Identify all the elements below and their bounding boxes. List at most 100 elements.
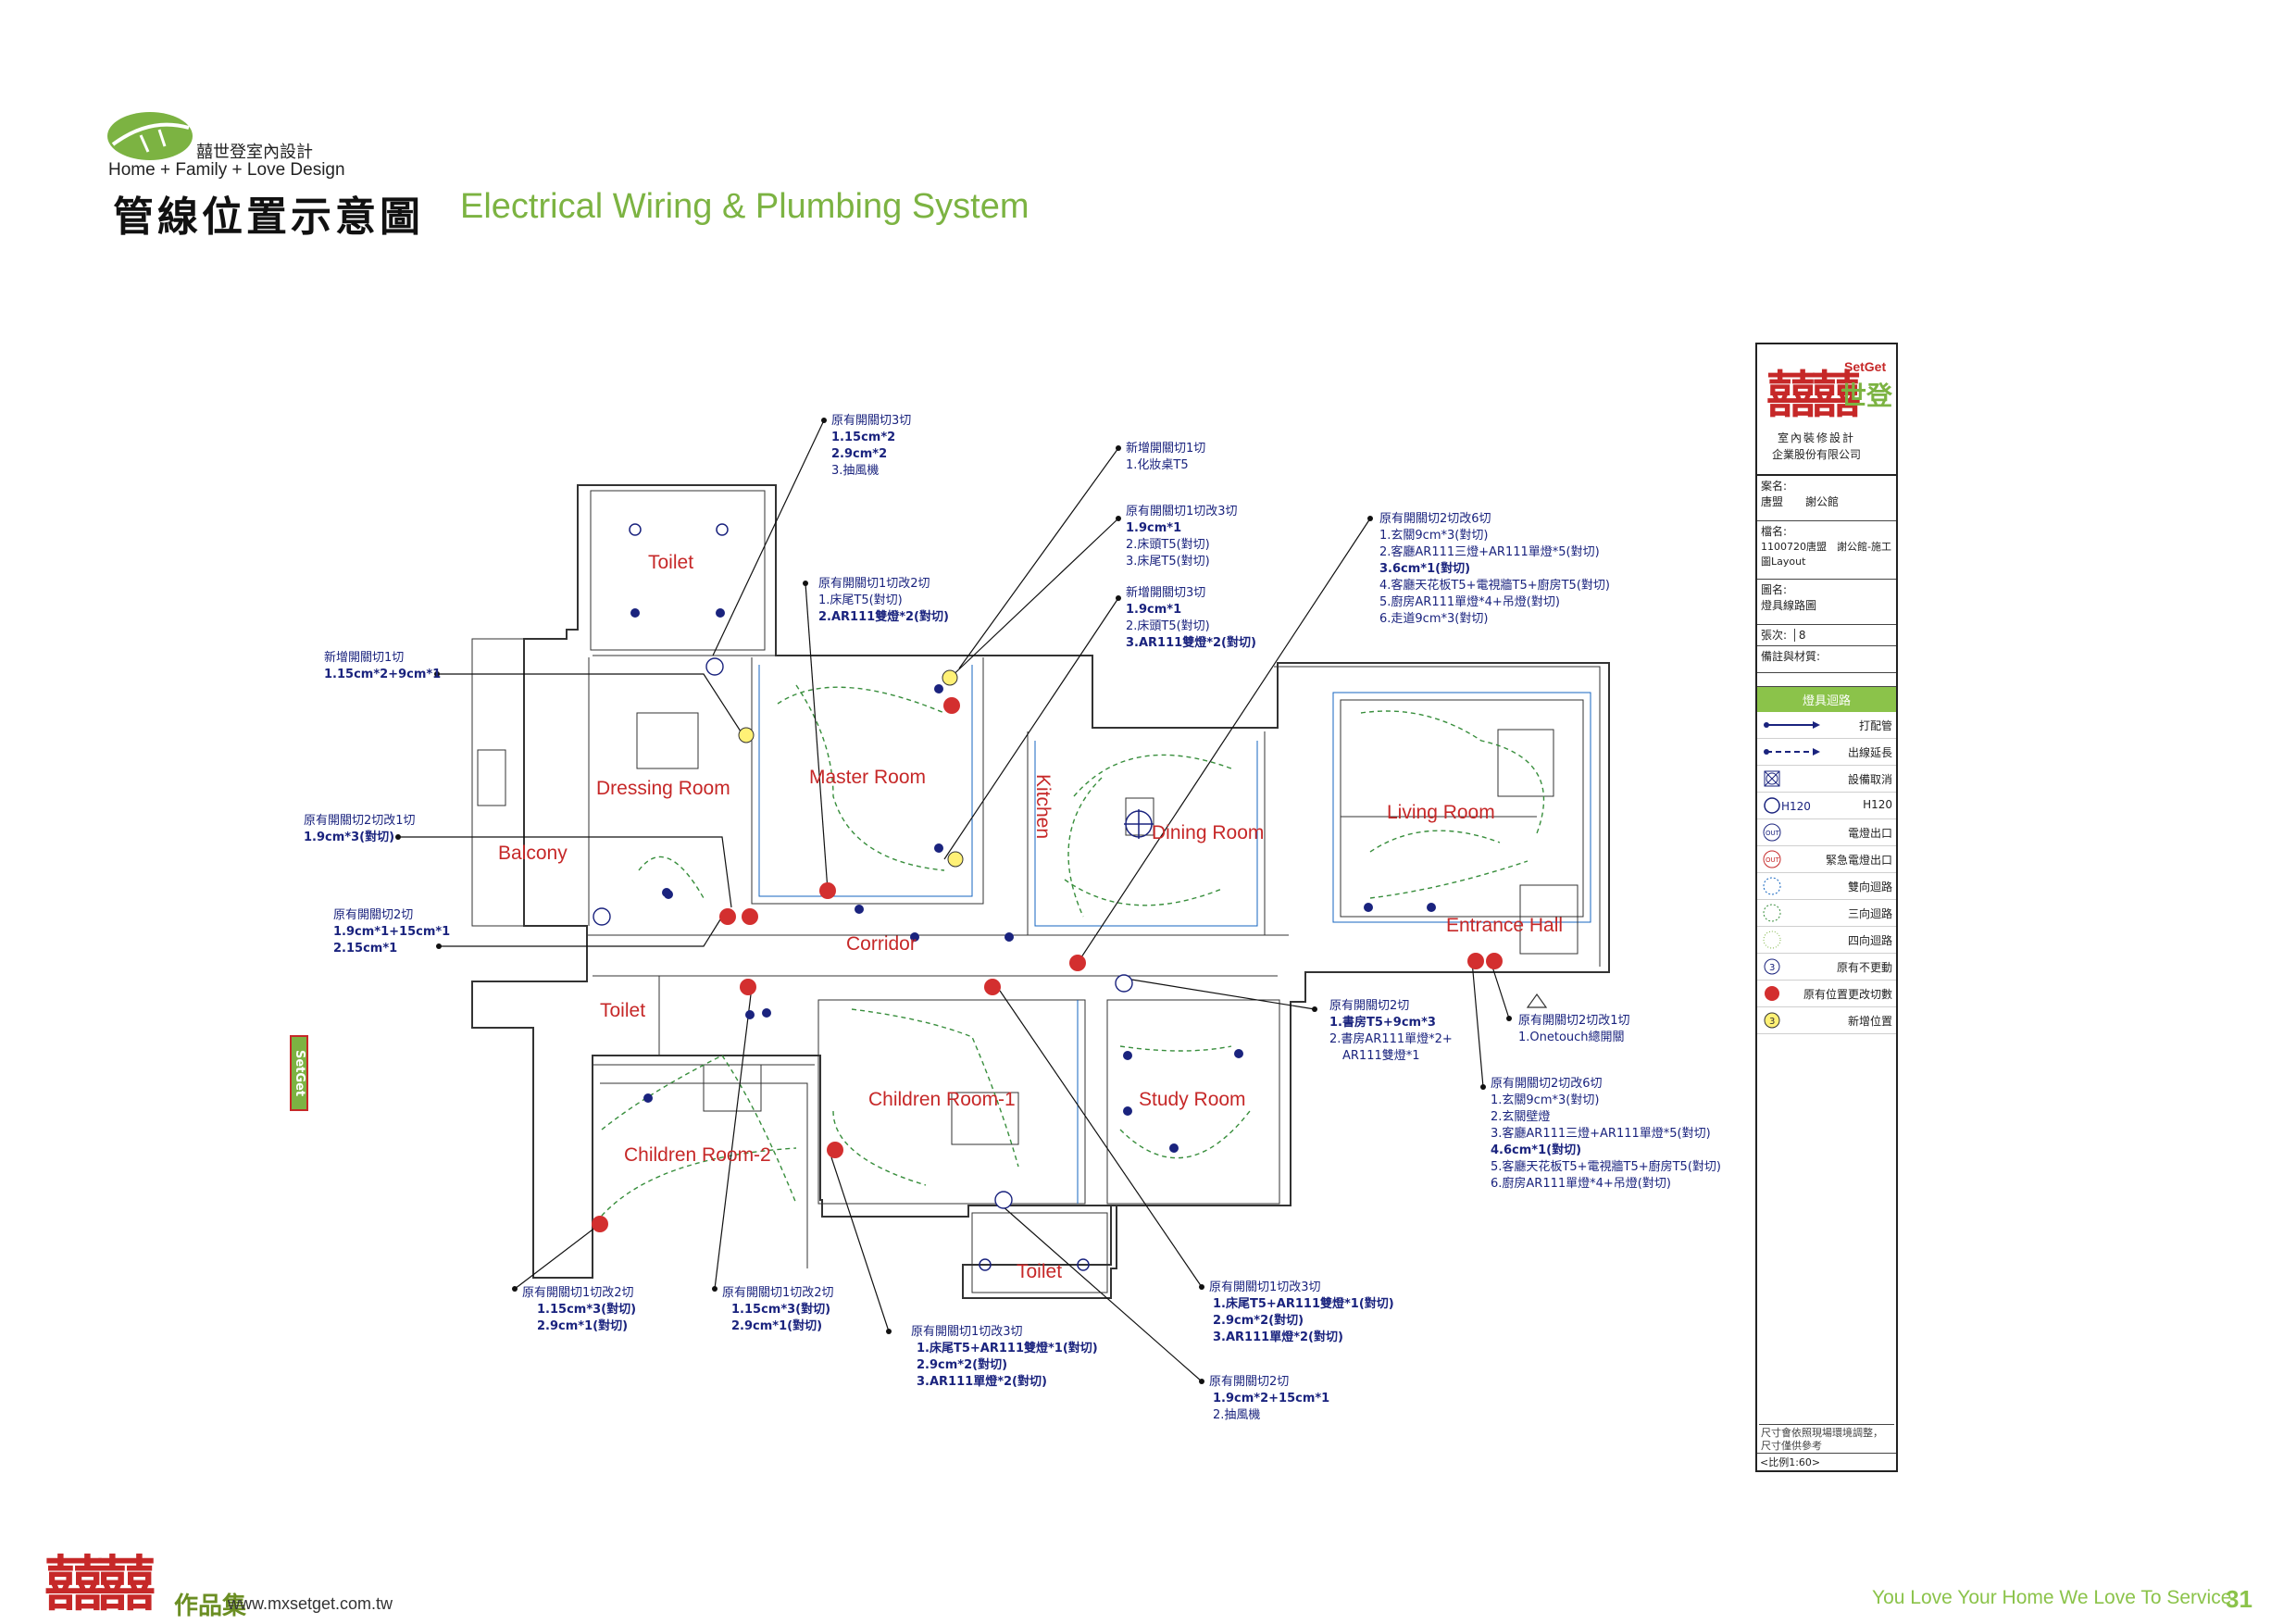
remarks: 備註與材質: (1757, 646, 1896, 673)
svg-text:1.9cm*1: 1.9cm*1 (1126, 521, 1181, 535)
svg-text:原有開關切2切改1切: 原有開關切2切改1切 (1518, 1014, 1630, 1028)
case-name: 案名: 唐盟 謝公館 (1757, 476, 1896, 521)
svg-text:1.15cm*3(對切): 1.15cm*3(對切) (537, 1302, 636, 1317)
footer-url[interactable]: www.mxsetget.com.tw (228, 1594, 393, 1613)
note-8: 原有開關切2切 1.9cm*1+15cm*1 2.15cm*1 (333, 908, 450, 956)
svg-text:原有開關切2切: 原有開關切2切 (1209, 1375, 1289, 1389)
svg-text:新增開關切1切: 新增開關切1切 (324, 650, 404, 665)
svg-text:AR111雙燈*1: AR111雙燈*1 (1342, 1049, 1420, 1063)
svg-text:OUT: OUT (1766, 830, 1780, 837)
svg-text:2.書房AR111單燈*2+: 2.書房AR111單燈*2+ (1329, 1031, 1453, 1046)
company-name-en: SetGet (1844, 359, 1887, 374)
svg-text:1.書房T5+9cm*3: 1.書房T5+9cm*3 (1329, 1015, 1436, 1030)
svg-text:原有開關切2切改6切: 原有開關切2切改6切 (1379, 512, 1491, 526)
legend-conduit: 打配管 (1757, 712, 1896, 739)
svg-text:原有開關切2切: 原有開關切2切 (333, 908, 413, 922)
svg-text:1.床尾T5+AR111雙燈*1(對切): 1.床尾T5+AR111雙燈*1(對切) (917, 1341, 1098, 1355)
company-full-2: 企業股份有限公司 (1772, 448, 1862, 461)
note-10: 原有開關切2切 1.書房T5+9cm*3 2.書房AR111單燈*2+ AR11… (1329, 999, 1453, 1063)
legend-new-position: 3 新增位置 (1757, 1007, 1896, 1034)
svg-text:2.AR111雙燈*2(對切): 2.AR111雙燈*2(對切) (818, 609, 949, 624)
legend-extension: 出線延長 (1757, 739, 1896, 766)
svg-text:1.床尾T5+AR111雙燈*1(對切): 1.床尾T5+AR111雙燈*1(對切) (1213, 1296, 1394, 1311)
svg-text:原有開關切3切: 原有開關切3切 (831, 414, 911, 428)
svg-text:4.客廳天花板T5+電視牆T5+廚房T5(對切): 4.客廳天花板T5+電視牆T5+廚房T5(對切) (1379, 578, 1610, 593)
svg-text:OUT: OUT (1766, 856, 1780, 864)
red-dot-icon (1765, 986, 1779, 1001)
four-way-circle-icon (1763, 931, 1781, 949)
note-13: 原有開關切1切改2切 1.15cm*3(對切) 2.9cm*1(對切) (522, 1286, 636, 1333)
svg-text:3.抽風機: 3.抽風機 (831, 464, 879, 478)
svg-text:H120: H120 (1781, 800, 1811, 813)
page-number: 31 (2226, 1585, 2252, 1613)
room-label-toilet-bottom: Toilet (1017, 1261, 1062, 1282)
svg-text:原有開關切1切改2切: 原有開關切1切改2切 (722, 1286, 834, 1300)
svg-text:3: 3 (1769, 1017, 1775, 1027)
note-12: 原有開關切2切改6切 1.玄關9cm*3(對切) 2.玄關壁燈 3.客廳AR11… (1491, 1077, 1721, 1191)
room-label-dining-room: Dining Room (1152, 822, 1264, 843)
svg-text:1.9cm*1: 1.9cm*1 (1126, 603, 1181, 617)
room-label-entrance-hall: Entrance Hall (1446, 915, 1563, 936)
numbered-circle-icon: 3 (1764, 958, 1780, 975)
sheet-label: 張次: (1761, 629, 1788, 642)
svg-text:1.玄關9cm*3(對切): 1.玄關9cm*3(對切) (1491, 1093, 1599, 1107)
note-1: 原有開關切3切 1.15cm*2 2.9cm*2 3.抽風機 (831, 414, 911, 478)
case-label: 案名: (1761, 480, 1788, 493)
title-block-logo: 囍囍 SetGet 世登 室內裝修設計 企業股份有限公司 (1757, 344, 1896, 476)
svg-text:1.9cm*3(對切): 1.9cm*3(對切) (304, 830, 394, 844)
sheet-value: 8 (1793, 629, 1806, 642)
file-label: 檔名: (1761, 525, 1788, 538)
svg-text:1.9cm*1+15cm*1: 1.9cm*1+15cm*1 (333, 925, 450, 939)
scale-label: <比例1:60> (1757, 1453, 1896, 1470)
legend-unchanged: 3 原有不更動 (1757, 954, 1896, 981)
cancel-box-icon (1764, 770, 1780, 787)
drawing-name: 圖名: 燈具線路圖 (1757, 580, 1896, 625)
sheet-number: 張次: 8 (1757, 625, 1896, 646)
brand-tagline: Home + Family + Love Design (108, 160, 345, 180)
file-name: 檔名: 1100720唐盟 謝公館-施工圖Layout (1757, 521, 1896, 580)
svg-text:6.走道9cm*3(對切): 6.走道9cm*3(對切) (1379, 612, 1488, 626)
svg-text:3.AR111單燈*2(對切): 3.AR111單燈*2(對切) (1213, 1330, 1343, 1344)
footer-slogan: You Love Your Home We Love To Service (1872, 1587, 2232, 1608)
title-block-note: 尺寸會依照現場環境調整，尺寸僅供參考 (1759, 1424, 1894, 1455)
legend-changed-position: 原有位置更改切數 (1757, 981, 1896, 1007)
page-title-en: Electrical Wiring & Plumbing System (460, 187, 1029, 226)
legend-cancel: 設備取消 (1757, 766, 1896, 793)
svg-text:2.9cm*2(對切): 2.9cm*2(對切) (917, 1357, 1007, 1372)
legend-emergency-outlet: OUT 緊急電燈出口 (1757, 846, 1896, 873)
svg-text:1.9cm*2+15cm*1: 1.9cm*2+15cm*1 (1213, 1392, 1329, 1405)
svg-text:原有開關切1切改2切: 原有開關切1切改2切 (818, 577, 930, 591)
brand-name-cn: 囍世登室內設計 (196, 143, 313, 162)
svg-text:3.AR111雙燈*2(對切): 3.AR111雙燈*2(對切) (1126, 635, 1256, 650)
svg-text:原有開關切1切改2切: 原有開關切1切改2切 (522, 1286, 634, 1300)
svg-text:2.15cm*1: 2.15cm*1 (333, 942, 397, 956)
leaf-logo-icon (107, 112, 193, 160)
h120-circle-icon: H120 (1764, 797, 1811, 814)
note-11: 原有開關切2切改1切 1.Onetouch總開關 (1518, 1014, 1630, 1044)
svg-text:原有開關切2切: 原有開關切2切 (1329, 999, 1409, 1013)
note-9: 原有開關切2切改6切 1.玄關9cm*3(對切) 2.客廳AR111三燈+AR1… (1379, 512, 1610, 626)
room-label-children-room-2: Children Room-2 (624, 1144, 771, 1166)
legend-light-outlet: OUT 電燈出口 (1757, 819, 1896, 846)
footer-logo-icon: 囍囍 (44, 1550, 156, 1619)
svg-text:1.Onetouch總開關: 1.Onetouch總開關 (1518, 1030, 1625, 1044)
footer-collection: 作品集 (174, 1593, 247, 1620)
legend-four-way: 四向迴路 (1757, 927, 1896, 954)
svg-text:2.客廳AR111三燈+AR111單燈*5(對切): 2.客廳AR111三燈+AR111單燈*5(對切) (1379, 544, 1600, 559)
drawing-value: 燈具線路圖 (1761, 599, 1817, 612)
note-5: 原有開關切1切改2切 1.床尾T5(對切) 2.AR111雙燈*2(對切) (818, 577, 949, 624)
svg-text:3.客廳AR111三燈+AR111單燈*5(對切): 3.客廳AR111三燈+AR111單燈*5(對切) (1491, 1126, 1711, 1141)
emergency-outlet-icon: OUT (1763, 850, 1781, 868)
room-label-study-room: Study Room (1139, 1089, 1246, 1110)
note-7: 原有開關切2切改1切 1.9cm*3(對切) (304, 814, 416, 844)
title-block: 囍囍 SetGet 世登 室內裝修設計 企業股份有限公司 案名: 唐盟 謝公館 … (1755, 343, 1898, 1472)
legend-h120: H120 H120 (1757, 793, 1896, 819)
svg-text:1.15cm*2: 1.15cm*2 (831, 431, 895, 444)
svg-text:3.AR111單燈*2(對切): 3.AR111單燈*2(對切) (917, 1374, 1047, 1389)
remark-label: 備註與材質: (1761, 650, 1821, 663)
svg-text:2.床頭T5(對切): 2.床頭T5(對切) (1126, 538, 1210, 552)
svg-text:1.床尾T5(對切): 1.床尾T5(對切) (818, 593, 903, 607)
svg-text:2.9cm*1(對切): 2.9cm*1(對切) (731, 1318, 822, 1333)
room-label-living-room: Living Room (1387, 802, 1495, 823)
